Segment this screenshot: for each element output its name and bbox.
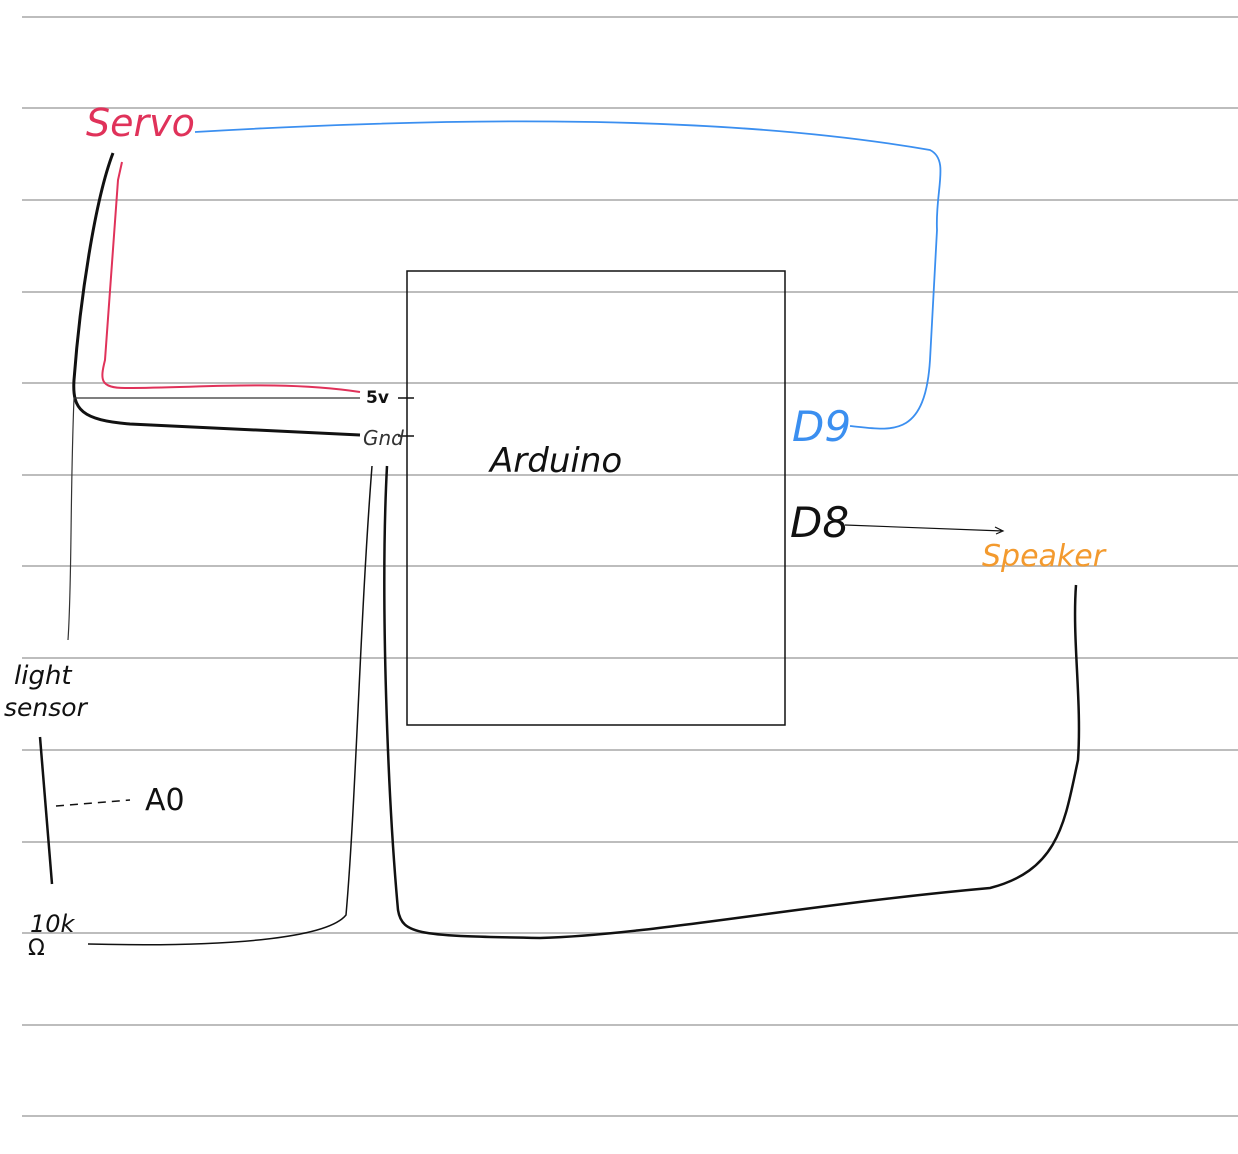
pin-d9-label: D9 (792, 402, 852, 451)
pin-5v-label: 5v (366, 388, 389, 408)
light-sensor-line (38, 736, 54, 885)
servo-label: Servo (86, 101, 195, 145)
a0-label: A0 (145, 783, 185, 818)
light-sensor-label-line1: light (14, 661, 72, 691)
resistor-ground-wire (87, 465, 373, 946)
speaker-ground-wire (383, 465, 1081, 940)
arduino-board (406, 270, 786, 726)
arduino-label: Arduino (490, 441, 623, 481)
resistor-value-label: 10k (30, 910, 75, 938)
a0-dashed-line (55, 799, 131, 807)
d9-servo-wire (194, 120, 942, 430)
light-sensor-5v-wire (67, 397, 360, 641)
pin-gnd-label: Gnd (363, 426, 404, 450)
light-sensor-label-line2: sensor (4, 693, 87, 722)
servo-5v-wire (101, 161, 361, 393)
d8-speaker-wire (844, 524, 1005, 535)
servo-ground-wire (72, 152, 361, 437)
ohm-symbol: Ω (28, 936, 45, 961)
pin-d8-label: D8 (790, 498, 850, 547)
ruled-lines (22, 16, 1238, 1117)
speaker-label: Speaker (982, 539, 1106, 574)
